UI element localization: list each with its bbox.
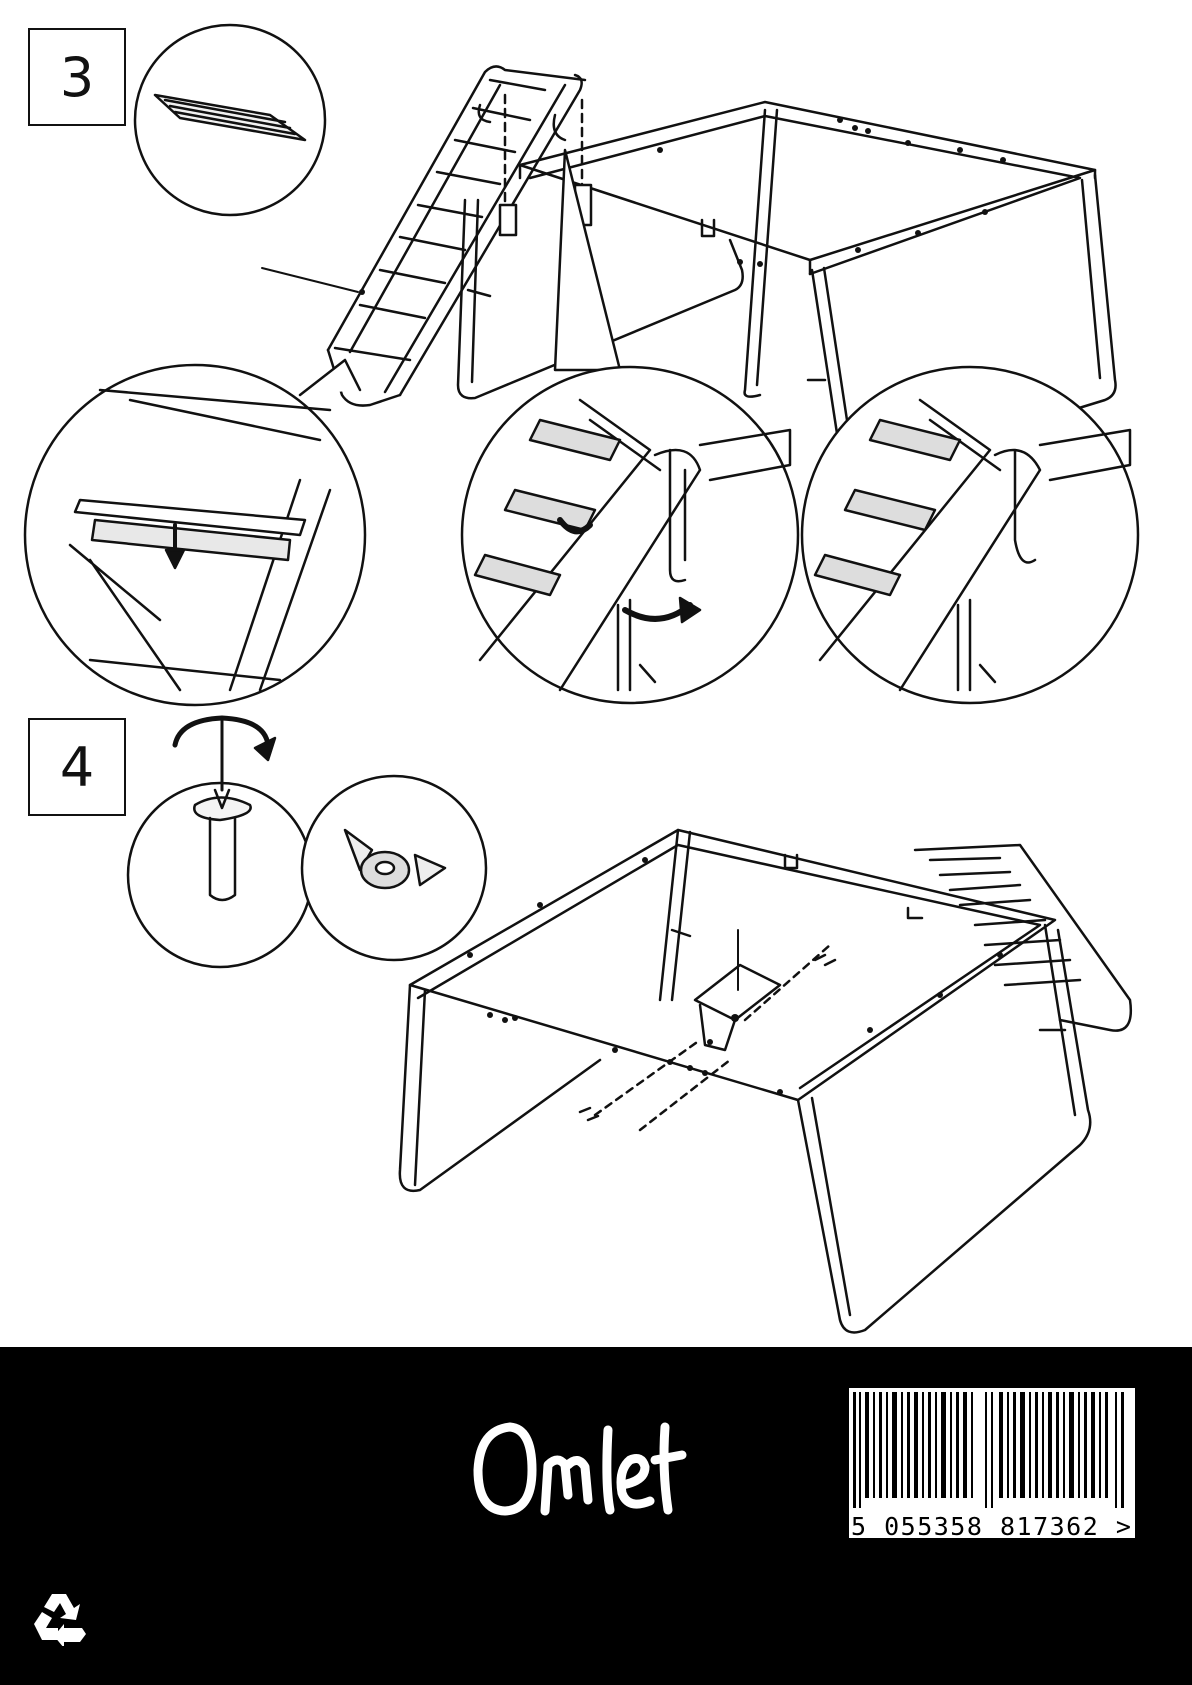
run-frame-step4 (400, 830, 1131, 1332)
clip-detail-circle (25, 360, 365, 705)
rung-detail-circle (135, 25, 325, 215)
omlet-logo (470, 1415, 690, 1525)
screw-circle (128, 718, 312, 967)
assembly-illustration (0, 0, 1192, 1347)
wing-nut-circle (302, 776, 486, 960)
hook-detail-after (802, 367, 1138, 703)
barcode-digits: 5 055358 817362 > (851, 1512, 1135, 1541)
barcode-bars (849, 1388, 1135, 1512)
recycle-icon (30, 1590, 88, 1646)
